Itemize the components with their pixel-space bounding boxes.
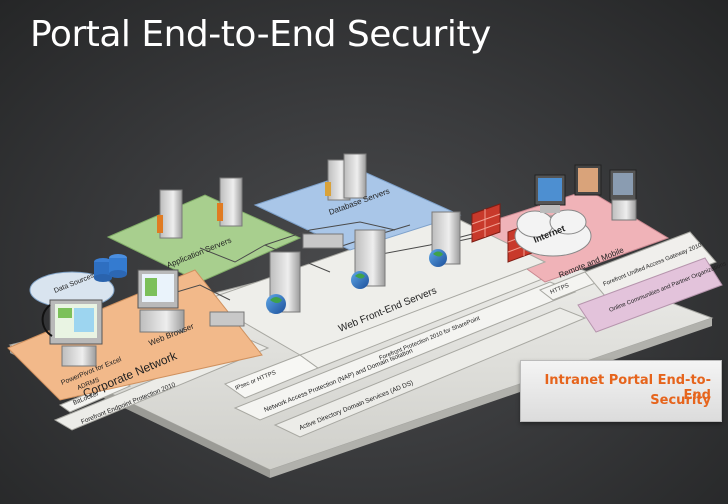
switch-2-icon	[209, 311, 245, 327]
caption-line-2: Security	[650, 393, 711, 408]
web-server-1-icon	[266, 251, 301, 314]
data-flow-arrow-icon	[41, 304, 53, 337]
page-title: Portal End-to-End Security	[30, 14, 491, 55]
internet-cloud-icon	[514, 209, 592, 257]
network-lines	[149, 221, 501, 301]
web-server-3-icon	[429, 211, 461, 267]
base-platform-edge-right	[270, 318, 712, 478]
remote-monitor-2-icon	[574, 164, 602, 196]
caption-box: Intranet Portal End-to-End Security	[520, 360, 722, 422]
application-server-1-icon	[157, 189, 183, 239]
database-cylinders-icon	[94, 254, 127, 282]
switch-icon	[302, 233, 344, 249]
zone-corporate-network	[7, 269, 263, 401]
strip-ad-ds	[273, 307, 587, 438]
remote-monitor-3-icon	[609, 169, 637, 221]
zone-uag	[584, 231, 717, 303]
firewall-1-icon	[471, 203, 501, 243]
database-server-2-icon	[343, 153, 367, 199]
caption-line-1: Intranet Portal End-to-End	[544, 373, 711, 403]
web-browser-workstation-icon	[137, 269, 185, 333]
application-server-2-icon	[217, 177, 243, 227]
strip-nap	[233, 281, 577, 421]
zone-partners	[577, 257, 723, 333]
powerpivot-workstation-icon	[49, 299, 103, 367]
remote-monitor-1-icon	[534, 174, 566, 213]
web-server-2-icon	[351, 229, 386, 289]
